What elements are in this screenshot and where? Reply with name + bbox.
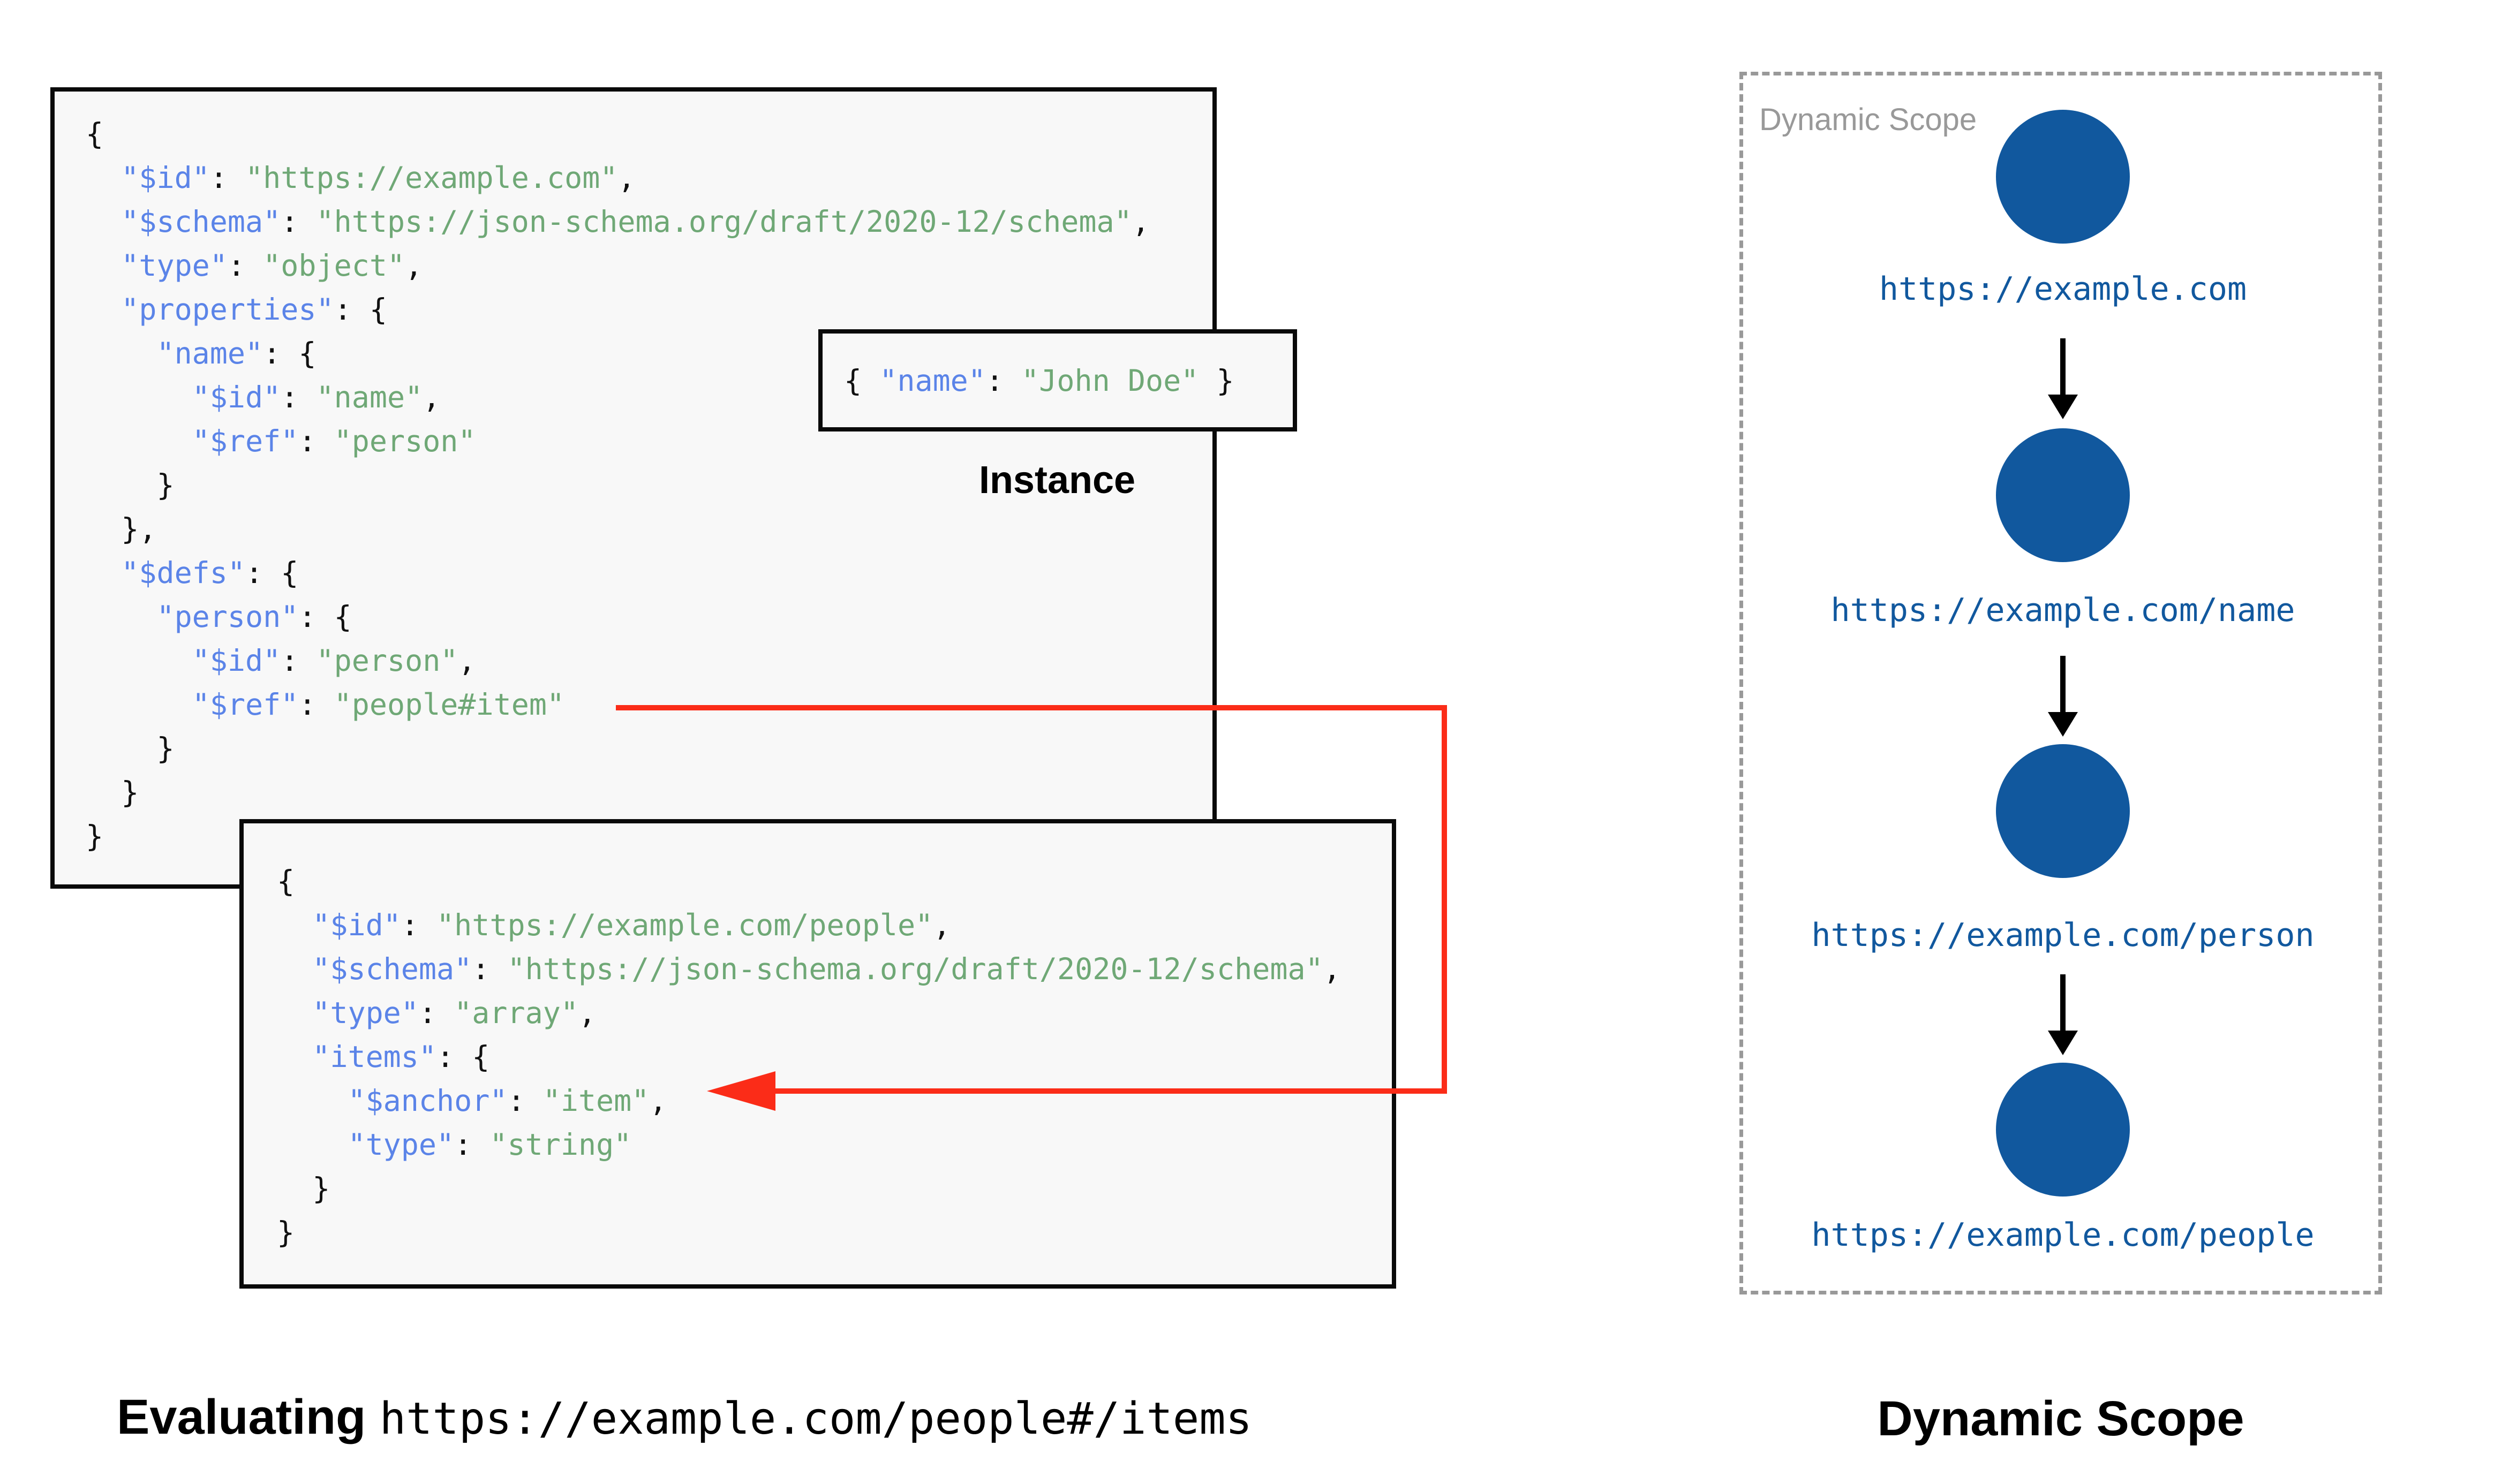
scope-arrow-head-icon-2 <box>2048 712 2078 737</box>
scope-arrow-head-icon-3 <box>2048 1031 2078 1055</box>
instance-code: { "name": "John Doe" } <box>844 363 1234 398</box>
scope-node-circle-1 <box>1996 110 2130 244</box>
scope-node-url-1: https://example.com <box>1879 270 2247 308</box>
scope-node-url-4: https://example.com/people <box>1811 1216 2315 1254</box>
root-schema-code: { "$id": "https://example.com", "$schema… <box>86 117 1150 853</box>
scope-node-url-3: https://example.com/person <box>1811 917 2315 954</box>
scope-arrow-line-2 <box>2060 656 2066 712</box>
evaluating-caption-target: https://example.com/people#/items <box>379 1394 1252 1444</box>
people-schema-code: { "$id": "https://example.com/people", "… <box>277 864 1341 1250</box>
scope-arrow-line-3 <box>2060 974 2066 1031</box>
evaluating-caption: Evaluating https://example.com/people#/i… <box>117 1389 1252 1445</box>
scope-arrow-head-icon-1 <box>2048 395 2078 419</box>
scope-node-url-2: https://example.com/name <box>1830 592 2295 629</box>
dynamic-scope-panel <box>1739 72 2382 1294</box>
scope-arrow-line-1 <box>2060 338 2066 395</box>
instance-box: { "name": "John Doe" } <box>818 329 1297 431</box>
scope-node-circle-3 <box>1996 744 2130 878</box>
dynamic-scope-panel-label: Dynamic Scope <box>1759 102 1977 137</box>
dynamic-scope-caption: Dynamic Scope <box>1877 1391 2244 1446</box>
instance-label: Instance <box>978 459 1136 502</box>
people-schema-box: { "$id": "https://example.com/people", "… <box>239 819 1396 1289</box>
scope-node-circle-4 <box>1996 1063 2130 1197</box>
scope-node-circle-2 <box>1996 428 2130 562</box>
evaluating-caption-label: Evaluating <box>117 1390 366 1444</box>
